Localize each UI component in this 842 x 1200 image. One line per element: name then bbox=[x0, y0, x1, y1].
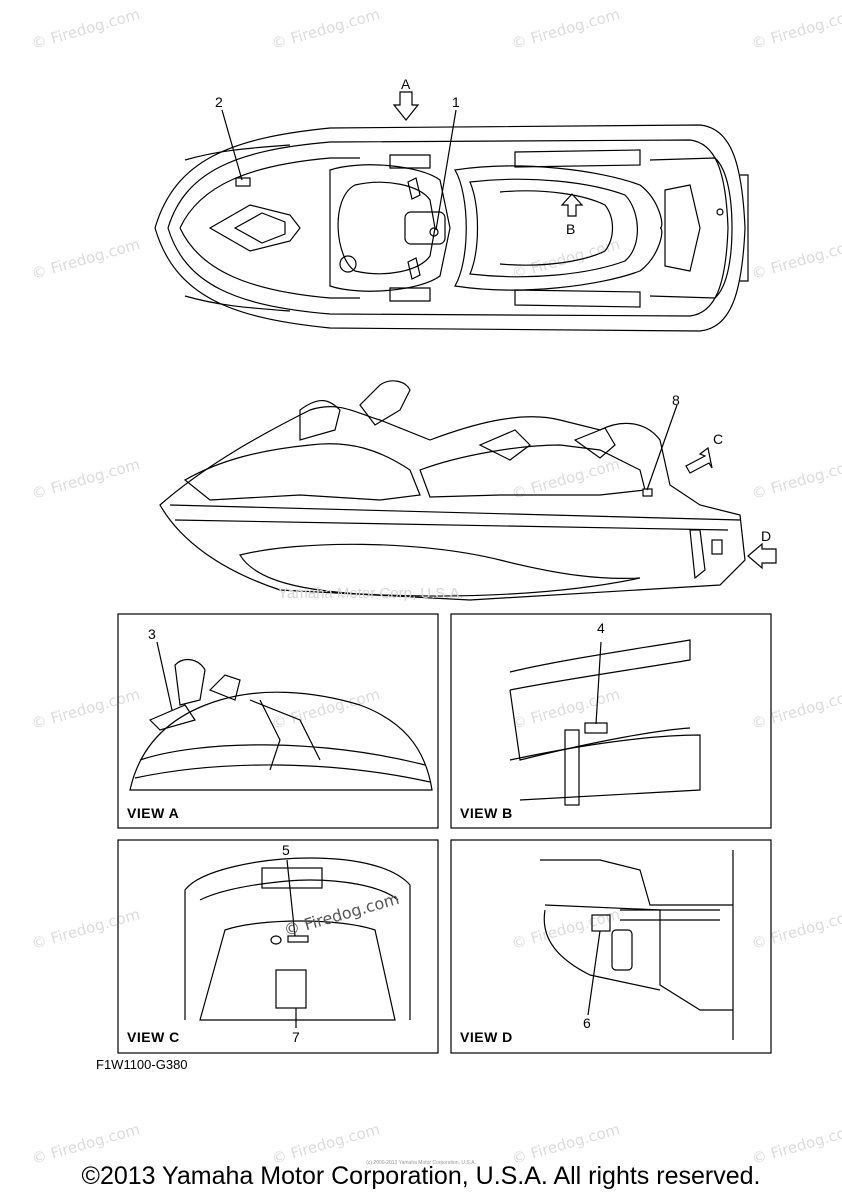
callout-1: 1 bbox=[452, 94, 460, 110]
callout-8: 8 bbox=[672, 392, 680, 408]
view-a-sketch bbox=[129, 658, 433, 791]
callout-2: 2 bbox=[215, 94, 223, 110]
view-b-frame bbox=[450, 613, 772, 829]
view-b-sketch bbox=[509, 639, 701, 806]
leader-8 bbox=[646, 404, 678, 491]
arrow-label-b: B bbox=[566, 221, 576, 237]
leader-6 bbox=[587, 930, 601, 1016]
view-d-sketch bbox=[540, 850, 734, 1040]
leader-4 bbox=[595, 641, 602, 725]
callout-6: 6 bbox=[583, 1015, 591, 1031]
arrow-d bbox=[747, 542, 777, 570]
view-d-label: VIEW D bbox=[460, 1029, 513, 1045]
arrow-a bbox=[392, 91, 420, 121]
leader-3 bbox=[156, 641, 173, 711]
arrow-label-a: A bbox=[401, 76, 411, 92]
part-number: F1W1100-G380 bbox=[96, 1057, 188, 1072]
top-view-hull bbox=[154, 124, 749, 332]
view-c-label: VIEW C bbox=[127, 1029, 180, 1045]
leader-5 bbox=[286, 859, 296, 937]
view-c-frame bbox=[117, 839, 439, 1054]
arrow-label-d: D bbox=[761, 528, 772, 544]
leader-2 bbox=[221, 109, 243, 181]
arrow-label-c: C bbox=[713, 431, 724, 447]
copyright-notice: ©2013 Yamaha Motor Corporation, U.S.A. A… bbox=[81, 1162, 761, 1190]
view-a-frame bbox=[117, 613, 439, 829]
callout-3: 3 bbox=[148, 626, 156, 642]
tiny-notice: (c) 2000-2013 Yamaha Motor Corporation, … bbox=[366, 1160, 476, 1166]
arrow-b bbox=[560, 193, 584, 217]
callout-5: 5 bbox=[282, 842, 290, 858]
arrow-c bbox=[685, 446, 713, 474]
view-d-frame bbox=[450, 839, 772, 1054]
corp-watermark: Yamaha Motor Corp, U.S.A. bbox=[278, 585, 464, 602]
leader-1 bbox=[435, 109, 457, 231]
view-c-sketch bbox=[184, 857, 411, 1021]
view-b-label: VIEW B bbox=[460, 805, 513, 821]
view-a-label: VIEW A bbox=[127, 805, 180, 821]
callout-7: 7 bbox=[292, 1029, 300, 1045]
side-view-hull bbox=[159, 380, 746, 601]
callout-4: 4 bbox=[597, 620, 605, 636]
